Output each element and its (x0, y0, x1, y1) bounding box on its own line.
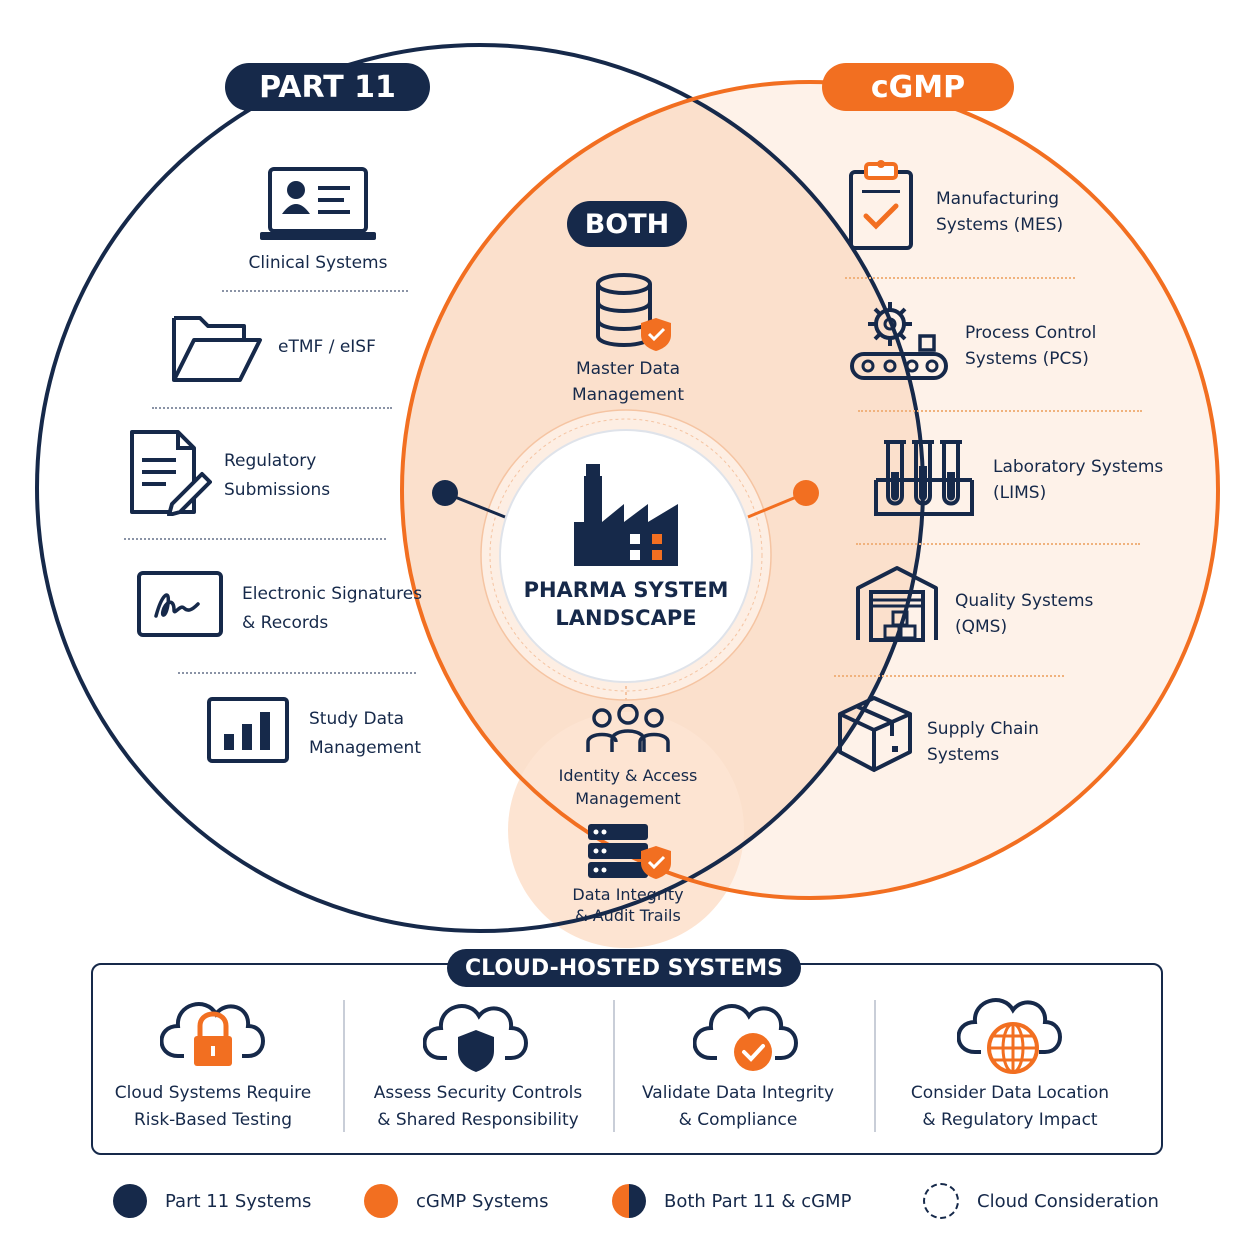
cloud-divider-2 (613, 1000, 615, 1132)
identity-access-label: Identity & Access Management (558, 766, 698, 808)
manufacturing-label: Manufacturing Systems (MES) (936, 189, 1064, 235)
center-title: PHARMA SYSTEM LANDSCAPE (523, 578, 729, 630)
signature-icon (137, 571, 223, 637)
part11-divider-3 (124, 538, 386, 540)
electronic-signatures-label: Electronic Signatures & Records (242, 584, 423, 633)
database-shield-icon (596, 273, 671, 351)
part11-node (432, 480, 458, 506)
part11-title-pill: PART 11 (225, 63, 430, 111)
cloud-panel (91, 963, 1163, 1155)
clinical-systems-label: Clinical Systems (248, 253, 388, 273)
cgmp-circle (400, 80, 1220, 900)
cgmp-node (793, 480, 819, 506)
regulatory-submissions-label: Regulatory Submissions (224, 451, 331, 500)
supply-chain-label: Supply Chain Systems (927, 719, 1039, 765)
box-icon (838, 696, 912, 772)
legend-part11-swatch (113, 1184, 147, 1218)
gear-conveyor-icon (850, 302, 948, 380)
cloud-item-security: Assess Security Controls & Shared Respon… (353, 986, 603, 1136)
cloud-title: CLOUD-HOSTED SYSTEMS (464, 955, 784, 981)
cloud-check-icon (693, 1004, 798, 1071)
both-title: BOTH (584, 208, 670, 240)
legend-cgmp-label: cGMP Systems (416, 1190, 549, 1212)
legend-both-swatch (612, 1184, 646, 1218)
cloud-globe-icon (957, 998, 1062, 1074)
cloud-location-label: Consider Data Location & Regulatory Impa… (910, 1083, 1110, 1130)
cgmp-divider-3 (856, 543, 1140, 545)
part11-divider-1 (222, 290, 408, 292)
both-title-pill: BOTH (567, 201, 687, 247)
cgmp-title-pill: cGMP (822, 63, 1014, 111)
center-halo-inner (489, 418, 763, 692)
laboratory-label: Laboratory Systems (LIMS) (993, 457, 1164, 503)
legend-both-label: Both Part 11 & cGMP (664, 1190, 852, 1212)
clipboard-check-icon (849, 160, 913, 250)
legend-cloud-label: Cloud Consideration (977, 1190, 1159, 1212)
part11-divider-2 (152, 407, 392, 409)
cloud-lock-icon (160, 1002, 265, 1066)
data-integrity-label: Data Integrity & Audit Trails (572, 885, 684, 925)
legend-part11-label: Part 11 Systems (165, 1190, 312, 1212)
warehouse-icon (856, 566, 938, 642)
cloud-shield-icon (423, 1004, 528, 1072)
cgmp-divider-1 (845, 277, 1075, 279)
cloud-security-label: Assess Security Controls & Shared Respon… (373, 1083, 583, 1130)
cloud-item-integrity: Validate Data Integrity & Compliance (613, 986, 863, 1136)
legend-cloud: Cloud Consideration (923, 1182, 1159, 1220)
cloud-item-risk-testing: Cloud Systems Require Risk-Based Testing (88, 986, 338, 1136)
test-tubes-icon (874, 440, 974, 516)
cloud-integrity-label: Validate Data Integrity & Compliance (641, 1083, 835, 1130)
legend-part11: Part 11 Systems (113, 1182, 311, 1220)
legend-cgmp: cGMP Systems (364, 1182, 548, 1220)
cgmp-title: cGMP (870, 69, 966, 105)
laptop-id-card-icon (260, 167, 376, 240)
cgmp-divider-4 (834, 675, 1064, 677)
server-shield-icon (588, 824, 671, 879)
cloud-item-location: Consider Data Location & Regulatory Impa… (885, 986, 1135, 1136)
cloud-divider-1 (343, 1000, 345, 1132)
cloud-divider-3 (874, 1000, 876, 1132)
legend-cloud-swatch (923, 1183, 959, 1219)
master-data-label: Master Data Management (572, 359, 684, 405)
etmf-label: eTMF / eISF (278, 337, 376, 357)
cgmp-divider-2 (858, 410, 1142, 412)
legend-cgmp-swatch (364, 1184, 398, 1218)
study-data-label: Study Data Management (309, 709, 421, 758)
cloud-risk-testing-label: Cloud Systems Require Risk-Based Testing (114, 1083, 312, 1130)
process-control-label: Process Control Systems (PCS) (965, 323, 1097, 369)
quality-systems-label: Quality Systems (QMS) (955, 591, 1094, 637)
factory-icon (574, 464, 678, 566)
part11-divider-4 (178, 672, 416, 674)
cloud-title-pill: CLOUD-HOSTED SYSTEMS (447, 949, 801, 987)
part11-title: PART 11 (259, 69, 396, 105)
document-pen-icon (130, 430, 212, 516)
users-icon (586, 704, 670, 752)
bar-chart-icon (207, 697, 289, 763)
legend-both: Both Part 11 & cGMP (612, 1182, 851, 1220)
folder-icon (172, 316, 262, 382)
